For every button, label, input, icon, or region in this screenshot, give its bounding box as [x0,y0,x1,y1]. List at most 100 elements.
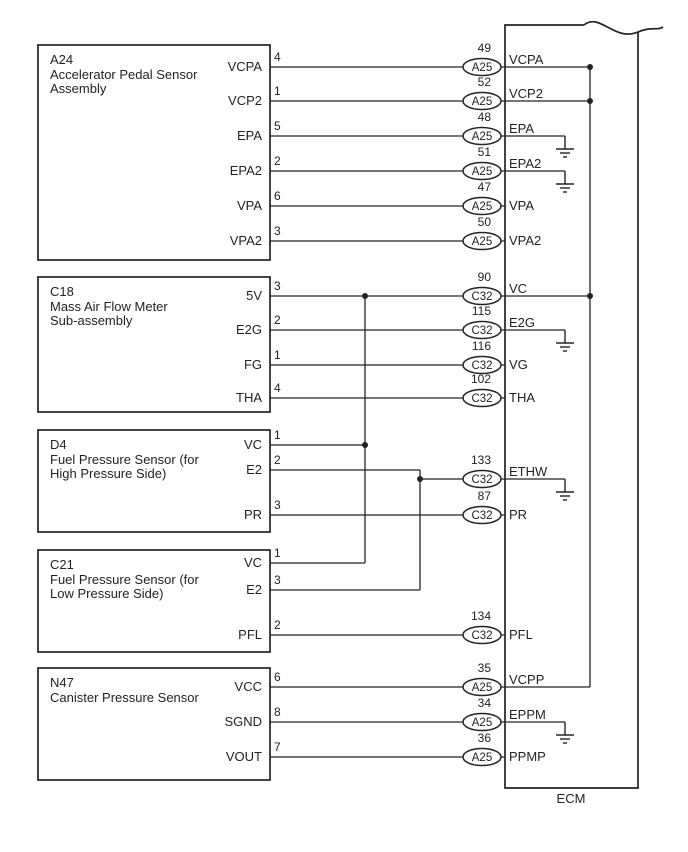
pin-label: VCPA [228,59,263,74]
ecm-pin-number: 51 [478,145,492,159]
connector-oval [462,57,502,77]
wire-number: 1 [274,546,281,560]
wires [270,66,591,758]
pin-label: VCP2 [228,93,262,108]
component-c21-text: C21 Fuel Pressure Sensor (for Low Pressu… [50,546,281,642]
connector-label: C32 [471,291,492,303]
ecm-signal-label: THA [509,390,535,405]
component-name: Canister Pressure Sensor [50,690,200,705]
connector-label: A25 [472,717,492,729]
pin-label: 5V [246,288,262,303]
ecm-signal-label: PR [509,507,527,522]
ecm-pin-number: 50 [478,215,492,229]
ecm-signal-labels: VCPA VCP2 EPA EPA2 VPA VPA2 VC E2G VG TH… [509,52,548,764]
pin-label: PR [244,507,262,522]
junction-dot [587,293,593,299]
ecm-signal-label: EPPM [509,707,546,722]
ecm-pin-number: 47 [478,180,492,194]
ecm-pin-number: 87 [478,489,492,503]
junction-dot [362,442,368,448]
component-name: Fuel Pressure Sensor (for [50,452,200,467]
pin-label: FG [244,357,262,372]
ecm-pin-number: 36 [478,731,492,745]
component-name: Low Pressure Side) [50,586,163,601]
connector-oval [462,161,502,181]
ecm-break-wave [583,20,664,35]
connector-oval [462,91,502,111]
connector-label: A25 [472,62,492,74]
connector-label: A25 [472,752,492,764]
ecm-pin-number: 49 [478,41,492,55]
connector-oval [462,388,502,408]
wire-number: 5 [274,119,281,133]
component-name: Sub-assembly [50,313,133,328]
component-id: D4 [50,437,67,452]
pin-label: E2 [246,462,262,477]
component-name: Assembly [50,81,107,96]
wire-number: 3 [274,224,281,238]
wire-number: 7 [274,740,281,754]
ecm-pin-number: 35 [478,661,492,675]
pin-label: EPA2 [230,163,262,178]
connector-label: A25 [472,201,492,213]
wire-number: 8 [274,705,281,719]
component-boxes [37,44,271,781]
ecm-signal-label: EPA2 [509,156,541,171]
component-d4-text: D4 Fuel Pressure Sensor (for High Pressu… [50,428,281,522]
junction-dot [417,476,423,482]
component-name: Accelerator Pedal Sensor [50,67,198,82]
wire-number: 6 [274,189,281,203]
component-id: A24 [50,52,73,67]
ecm-signal-label: ETHW [509,464,548,479]
ecm-pin-number: 48 [478,110,492,124]
connector-label: A25 [472,96,492,108]
ecm-signal-label: VG [509,357,528,372]
connector-oval [462,320,502,340]
ground-icon-e2g [556,330,574,352]
component-id: C21 [50,557,74,572]
connector-label: A25 [472,682,492,694]
ecm-outline [504,24,639,789]
pin-label: E2 [246,582,262,597]
ecm-signal-label: PFL [509,627,533,642]
wire-number: 3 [274,279,281,293]
ecm-label: ECM [557,791,586,806]
pin-label: E2G [236,322,262,337]
component-c18-text: C18 Mass Air Flow Meter Sub-assembly 5V … [50,279,281,405]
wire-number: 4 [274,381,281,395]
pin-label: VPA [237,198,262,213]
ecm-signal-label: VCP2 [509,86,543,101]
connector-label: C32 [471,510,492,522]
wire-number: 2 [274,453,281,467]
connector-ovals [462,57,502,767]
component-name: High Pressure Side) [50,466,166,481]
pin-label: VC [244,555,262,570]
junction-dots [362,64,593,482]
connector-oval [462,286,502,306]
pin-label: THA [236,390,262,405]
ecm-signal-label: VPA2 [509,233,541,248]
connector-oval [462,469,502,489]
ecm-signal-label: VC [509,281,527,296]
component-id: C18 [50,284,74,299]
component-box-c21 [37,549,271,653]
pin-label: VOUT [226,749,262,764]
connector-oval [462,126,502,146]
pin-label: VC [244,437,262,452]
connector-label: A25 [472,131,492,143]
junction-dot [587,98,593,104]
connector-oval [462,196,502,216]
ecm-signal-label: PPMP [509,749,546,764]
connector-oval [462,231,502,251]
wire-number: 1 [274,348,281,362]
pin-label: EPA [237,128,262,143]
wire-number: 6 [274,670,281,684]
pin-label: PFL [238,627,262,642]
wire-number: 4 [274,50,281,64]
ground-icon-eppm [556,722,574,744]
connector-label: C32 [471,393,492,405]
connector-oval [462,747,502,767]
ecm-signal-label: VCPP [509,672,544,687]
component-name: Fuel Pressure Sensor (for [50,572,200,587]
